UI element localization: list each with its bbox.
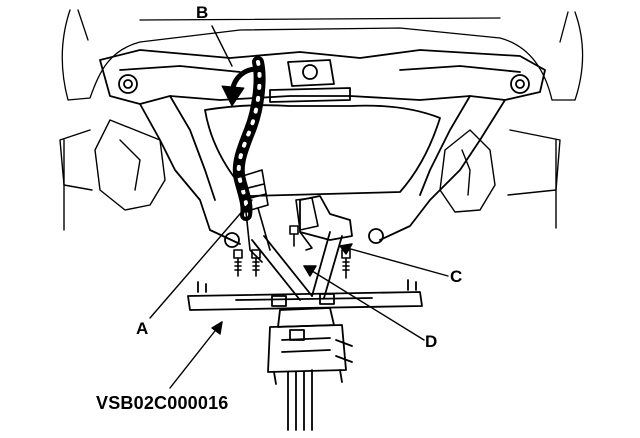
bracket-c bbox=[295, 197, 319, 251]
jack bbox=[267, 307, 353, 431]
leader-figure bbox=[169, 321, 223, 389]
bolt bbox=[289, 225, 299, 247]
leader-lines bbox=[149, 25, 449, 389]
bolts bbox=[233, 225, 351, 279]
figure-code: VSB02C000016 bbox=[96, 393, 229, 413]
suspension-housings bbox=[59, 119, 561, 231]
support-rod bbox=[251, 231, 343, 301]
leader-c bbox=[339, 245, 449, 277]
connector-a bbox=[235, 169, 271, 263]
callout-d-label: D bbox=[425, 332, 438, 351]
callout-a-label: A bbox=[136, 319, 149, 338]
hose-b bbox=[232, 56, 266, 221]
leader-d bbox=[303, 265, 425, 341]
jack-support-bar bbox=[187, 279, 423, 311]
leader-a bbox=[149, 199, 253, 319]
bolt bbox=[233, 249, 243, 277]
callout-c-label: C bbox=[450, 267, 463, 286]
leader-b bbox=[211, 25, 233, 67]
bolt bbox=[251, 249, 261, 277]
direction-arrow bbox=[221, 66, 265, 107]
subframe bbox=[99, 49, 546, 248]
callout-b-label: B bbox=[196, 3, 209, 22]
vehicle-body-outline bbox=[61, 9, 584, 101]
